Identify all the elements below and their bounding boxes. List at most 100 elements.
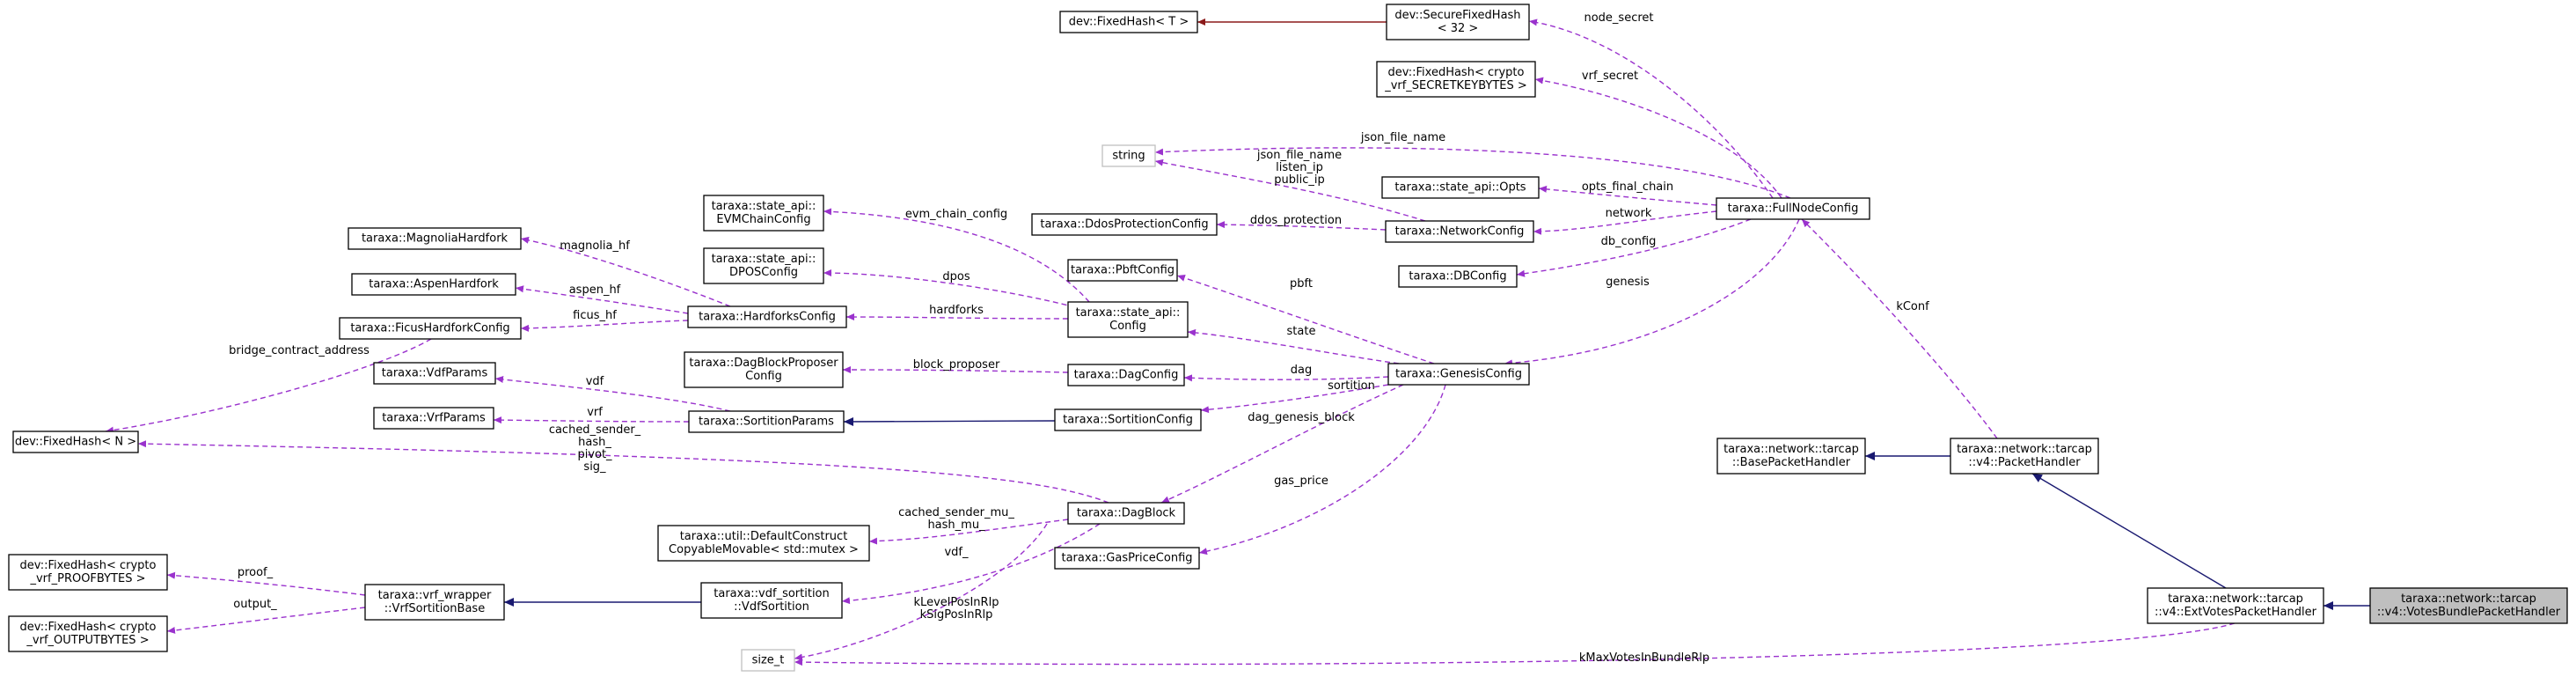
member-edge-rlp-fields [794, 523, 1048, 661]
class-node-label: taraxa::AspenHardfork [369, 278, 499, 291]
class-node-box [1716, 197, 1870, 220]
class-node-box [364, 584, 505, 621]
class-node-box [1381, 176, 1540, 199]
class-node-sortitionconfig[interactable]: taraxa::SortitionConfig [1054, 408, 1202, 431]
class-node-vdfparams[interactable]: taraxa::VdfParams [373, 362, 496, 385]
class-node-dbconfig[interactable]: taraxa::DBConfig [1398, 265, 1518, 288]
class-node-extvotes[interactable]: taraxa::network::tarcap::v4::ExtVotesPac… [2147, 587, 2324, 624]
class-node-genesis[interactable]: taraxa::GenesisConfig [1387, 363, 1530, 386]
class-node-fixedhash-vrf-secret[interactable]: dev::FixedHash< crypto_vrf_SECRETKEYBYTE… [1376, 61, 1536, 98]
class-node-fixedhash-output[interactable]: dev::FixedHash< crypto_vrf_OUTPUTBYTES > [8, 615, 168, 652]
member-edge-ficus-hf [520, 320, 689, 332]
class-node-label: taraxa::FullNodeConfig [1728, 202, 1859, 216]
class-node-fixedhash-n[interactable]: dev::FixedHash< N > [12, 430, 139, 453]
class-node-box [373, 362, 496, 385]
edge-label-dpos: dpos [942, 270, 970, 283]
class-node-label: taraxa::DagBlockProposer [689, 357, 838, 370]
class-node-dagconfig[interactable]: taraxa::DagConfig [1067, 364, 1185, 386]
member-edge-kconf [1801, 218, 1998, 439]
class-node-aspen[interactable]: taraxa::AspenHardfork [351, 273, 516, 296]
class-node-magnolia[interactable]: taraxa::MagnoliaHardfork [348, 227, 522, 250]
edge-label-net-string: public_ip [1274, 173, 1324, 187]
class-node-string[interactable]: string [1101, 144, 1156, 167]
edge-label-network: network [1606, 207, 1652, 220]
edge-label-sortition: sortition [1328, 379, 1375, 393]
class-node-label: taraxa::network::tarcap [2168, 592, 2303, 606]
class-node-pbft[interactable]: taraxa::PbftConfig [1067, 259, 1178, 282]
class-node-fixedhash-t[interactable]: dev::FixedHash< T > [1059, 11, 1198, 33]
edge-label-ficus-hf: ficus_hf [573, 309, 617, 322]
member-edge-genesis [1504, 218, 1800, 367]
edge-label-kconf: kConf [1896, 300, 1929, 313]
class-node-securefixedhash[interactable]: dev::SecureFixedHash< 32 > [1386, 4, 1530, 40]
class-node-ddos[interactable]: taraxa::DdosProtectionConfig [1031, 213, 1218, 236]
class-node-label: dev::FixedHash< N > [15, 436, 136, 449]
edge-label-proof-: proof_ [238, 566, 274, 579]
class-node-label: taraxa::network::tarcap [1957, 443, 2092, 456]
edge-label-ddos-protection: ddos_protection [1250, 214, 1342, 227]
class-node-dagblock[interactable]: taraxa::DagBlock [1067, 502, 1185, 525]
class-node-box [8, 554, 168, 591]
member-edge-aspen-hf [515, 285, 689, 314]
class-node-box [703, 195, 824, 232]
edge-label-kmaxvotes: kMaxVotesInBundleRlp [1579, 651, 1709, 665]
class-node-vdfsortition[interactable]: taraxa::vdf_sortition::VdfSortition [700, 582, 843, 619]
class-node-label: taraxa::PbftConfig [1071, 264, 1175, 277]
class-node-sortitionparams[interactable]: taraxa::SortitionParams [688, 410, 845, 433]
member-edge-gas-price [1198, 384, 1446, 556]
class-node-label: < 32 > [1438, 22, 1479, 35]
class-node-label: taraxa::vrf_wrapper [378, 589, 492, 602]
edge-label-bridge-contract-address: bridge_contract_address [229, 344, 370, 357]
class-node-hardforks[interactable]: taraxa::HardforksConfig [687, 305, 847, 328]
class-node-votesbundle[interactable]: taraxa::network::tarcap::v4::VotesBundle… [2369, 587, 2568, 624]
class-node-box [373, 407, 494, 430]
class-node-vrfsortitionbase[interactable]: taraxa::vrf_wrapper::VrfSortitionBase [364, 584, 505, 621]
class-node-fullnodeconfig[interactable]: taraxa::FullNodeConfig [1716, 197, 1870, 220]
class-node-label: size_t [752, 654, 785, 667]
class-node-box [1054, 547, 1200, 570]
member-edge-block-proposer [842, 366, 1069, 374]
class-node-vrfparams[interactable]: taraxa::VrfParams [373, 407, 494, 430]
class-node-box [1376, 61, 1536, 98]
edge-label-block-proposer: block_proposer [913, 358, 1000, 372]
class-node-packethandler[interactable]: taraxa::network::tarcap::v4::PacketHandl… [1950, 438, 2099, 475]
edge-label-hash-fields: cached_sender_ [549, 423, 641, 437]
class-node-size-t[interactable]: size_t [741, 649, 795, 672]
class-node-networkconfig[interactable]: taraxa::NetworkConfig [1385, 220, 1534, 243]
class-node-evmchain[interactable]: taraxa::state_api::EVMChainConfig [703, 195, 824, 232]
member-edge-proof- [166, 571, 366, 596]
member-edge-ddos-protection [1216, 221, 1387, 231]
class-node-label: Config [745, 370, 782, 383]
class-node-box [1054, 408, 1202, 431]
member-edge-node-secret [1528, 18, 1774, 199]
inheritance-edge [2031, 473, 2227, 589]
class-node-box [348, 227, 522, 250]
class-node-ficus[interactable]: taraxa::FicusHardforkConfig [339, 317, 522, 340]
class-node-label: Config [1109, 320, 1146, 333]
edge-label-opts-final-chain: opts_final_chain [1582, 180, 1673, 194]
class-node-box [1398, 265, 1518, 288]
class-node-basepackethandler[interactable]: taraxa::network::tarcap::BasePacketHandl… [1716, 438, 1866, 475]
class-node-label: dev::FixedHash< crypto [1388, 66, 1525, 79]
class-node-stateconfig[interactable]: taraxa::state_api::Config [1067, 301, 1189, 338]
class-node-label: ::VrfSortitionBase [384, 602, 485, 615]
edge-label-evm-chain-config: evm_chain_config [905, 208, 1007, 221]
member-edge-magnolia-hf [520, 236, 731, 307]
member-edge-net-string [1154, 158, 1426, 222]
class-node-defaultconstruct[interactable]: taraxa::util::DefaultConstructCopyableMo… [657, 525, 870, 562]
edge-label-magnolia-hf: magnolia_hf [560, 239, 630, 253]
class-node-gaspriceconfig[interactable]: taraxa::GasPriceConfig [1054, 547, 1200, 570]
class-node-fixedhash-proof[interactable]: dev::FixedHash< crypto_vrf_PROOFBYTES > [8, 554, 168, 591]
edge-label-node-secret: node_secret [1584, 11, 1653, 25]
class-node-dpos[interactable]: taraxa::state_api::DPOSConfig [703, 247, 824, 284]
class-node-box [1387, 363, 1530, 386]
class-node-opts[interactable]: taraxa::state_api::Opts [1381, 176, 1540, 199]
class-node-label: dev::FixedHash< T > [1069, 16, 1189, 29]
class-node-label: ::VdfSortition [734, 600, 809, 614]
edge-label-pbft: pbft [1290, 277, 1313, 291]
class-node-label: taraxa::SortitionParams [699, 416, 834, 429]
class-node-label: taraxa::state_api:: [1076, 306, 1181, 320]
class-node-box [1716, 438, 1866, 475]
